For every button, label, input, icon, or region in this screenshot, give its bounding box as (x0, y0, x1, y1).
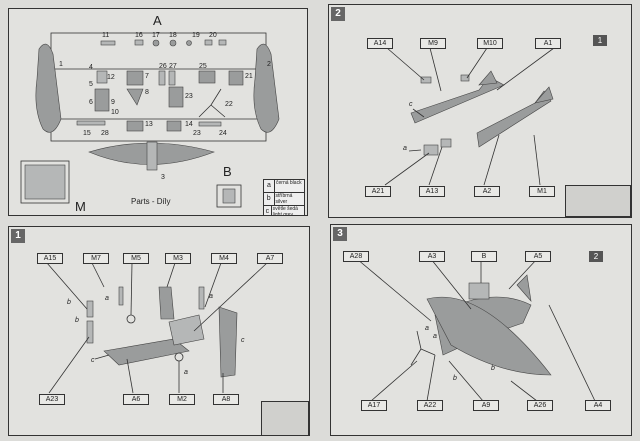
part-number: 23 (193, 130, 201, 137)
part-number: 3 (161, 174, 165, 181)
color-letter: c (409, 101, 413, 108)
parts-panel: A M B Parts - Díly 11 16 17 18 19 20 12 … (8, 8, 308, 216)
part-label: A21 (365, 186, 391, 197)
step-number: 1 (11, 229, 25, 243)
part-label: A4 (585, 400, 611, 411)
part-number: 26 (159, 63, 167, 70)
part-label: A28 (343, 251, 369, 262)
part-number: 22 (225, 101, 233, 108)
step-1-detail-inset (261, 401, 309, 435)
part-number: 14 (185, 121, 193, 128)
part-label: A8 (213, 394, 239, 405)
color-letter: c (241, 337, 245, 344)
step-1-drawing (46, 262, 268, 394)
color-legend: a černá black b stříbrná silver c světle… (263, 179, 305, 216)
part-label: M7 (83, 253, 109, 264)
color-letter: a (403, 145, 407, 152)
step-3-panel: 3 2 A28 A3 B A5 A17 A22 A9 A26 A4 a a b (330, 224, 632, 436)
part-label: M1 (529, 186, 555, 197)
part-label: A15 (37, 253, 63, 264)
part-number: 17 (152, 32, 160, 39)
sprue-letter: A (153, 13, 162, 28)
part-number: 13 (145, 121, 153, 128)
sprue-drawing (20, 32, 280, 208)
part-number: 10 (111, 109, 119, 116)
part-label: A14 (367, 38, 393, 49)
color-letter: a (105, 295, 109, 302)
color-letter: a (209, 293, 213, 300)
part-label: M10 (477, 38, 503, 49)
legend-row: a černá black (264, 180, 304, 193)
part-label: M9 (420, 38, 446, 49)
legend-value: stříbrná silver (275, 193, 293, 205)
part-number: 1 (59, 61, 63, 68)
parts-caption: Parts - Díly (131, 197, 171, 206)
part-label: A17 (361, 400, 387, 411)
legend-value: světle šedá light grey (272, 206, 298, 216)
part-label: A23 (39, 394, 65, 405)
part-number: 8 (145, 89, 149, 96)
part-number: 18 (169, 32, 177, 39)
part-label: A13 (419, 186, 445, 197)
legend-key: a (264, 180, 275, 192)
step-2-panel: 2 1 A14 M9 M10 A1 A21 A13 A (328, 4, 632, 218)
part-number: 16 (135, 32, 143, 39)
part-label: A3 (419, 251, 445, 262)
color-letter: b (75, 317, 79, 324)
part-label: M5 (123, 253, 149, 264)
color-letter: a (425, 325, 429, 332)
legend-key: b (264, 193, 275, 205)
part-label: A9 (473, 400, 499, 411)
part-label: B (471, 251, 497, 262)
part-number: 15 (83, 130, 91, 137)
part-label: A6 (123, 394, 149, 405)
part-label: A7 (257, 253, 283, 264)
color-letter: b (491, 365, 495, 372)
color-letter: a (184, 369, 188, 376)
part-label: A26 (527, 400, 553, 411)
part-number: 19 (192, 32, 200, 39)
part-number: 27 (169, 63, 177, 70)
part-number: 24 (219, 130, 227, 137)
part-number: 9 (111, 99, 115, 106)
part-label: M4 (211, 253, 237, 264)
part-label: A22 (417, 400, 443, 411)
part-number: 12 (107, 74, 115, 81)
color-letter: b (67, 299, 71, 306)
step-2-detail-inset (565, 185, 631, 217)
part-number: 5 (89, 81, 93, 88)
color-letter: c (91, 357, 95, 364)
part-label: A1 (535, 38, 561, 49)
part-number: 6 (89, 99, 93, 106)
legend-row: b stříbrná silver (264, 193, 304, 206)
step-number: 3 (333, 227, 347, 241)
step-1-panel: 1 A15 M7 M5 M3 M4 (8, 226, 310, 436)
photoetch-letter: M (75, 199, 86, 214)
part-number: 11 (102, 32, 110, 39)
clear-parts-letter: B (223, 164, 232, 179)
part-number: 23 (185, 93, 193, 100)
color-letter: b (453, 375, 457, 382)
legend-value: černá black (276, 180, 302, 186)
reference-step: 1 (593, 35, 607, 46)
part-number: 25 (199, 63, 207, 70)
part-number: 4 (89, 64, 93, 71)
step-number: 2 (331, 7, 345, 21)
step-2-drawing (384, 47, 555, 186)
part-label: M3 (165, 253, 191, 264)
part-number: 28 (101, 130, 109, 137)
color-letter: a (433, 333, 437, 340)
legend-row: c světle šedá light grey (264, 206, 304, 216)
part-number: 20 (209, 32, 217, 39)
part-label: A2 (474, 186, 500, 197)
part-label: M2 (169, 394, 195, 405)
part-number: 2 (267, 61, 271, 68)
reference-step: 2 (589, 251, 603, 262)
legend-key: c (264, 206, 272, 215)
part-label: A5 (525, 251, 551, 262)
step-3-drawing (356, 258, 596, 402)
part-number: 7 (145, 73, 149, 80)
part-number: 21 (245, 73, 253, 80)
